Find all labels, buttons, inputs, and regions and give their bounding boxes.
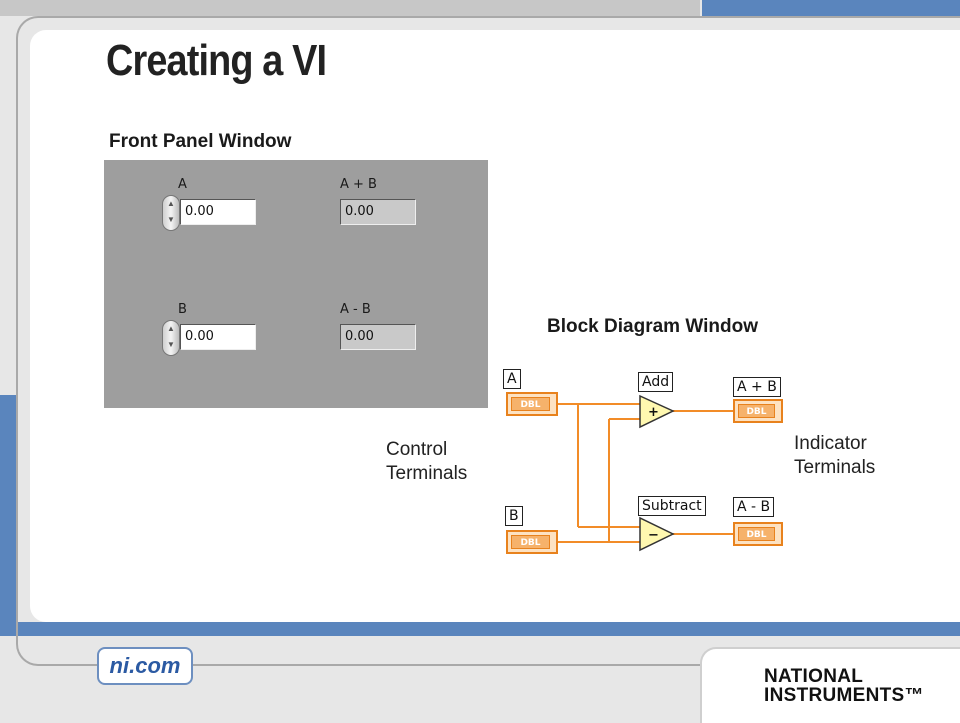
indicator-diff-terminal-label: A - B — [733, 497, 775, 517]
indicator-sum-label: A + B — [340, 177, 377, 192]
top-blue-bar — [702, 0, 960, 16]
logo-line-2: INSTRUMENTS™ — [764, 685, 924, 706]
svg-text:+: + — [648, 405, 659, 420]
logo-line-1: NATIONAL — [764, 666, 864, 687]
control-terminal-a[interactable]: DBL — [506, 392, 558, 416]
indicator-callout-line2: Terminals — [794, 457, 876, 478]
outer-frame — [16, 16, 960, 666]
bottom-blue-band — [0, 622, 960, 636]
control-a-label: A — [178, 177, 187, 192]
control-b-spinner[interactable]: ▲▼ — [162, 320, 180, 356]
national-instruments-logo: NATIONAL INSTRUMENTS™ — [700, 647, 960, 723]
control-b-label: B — [178, 302, 187, 317]
terminal-a-label: A — [503, 369, 521, 389]
terminal-a-type: DBL — [511, 397, 550, 411]
terminal-b-type: DBL — [511, 535, 550, 549]
subtract-function-label: Subtract — [638, 496, 706, 516]
control-b-input[interactable]: 0.00 — [180, 324, 256, 350]
indicator-terminals-callout: Indicator Terminals — [794, 432, 875, 480]
svg-text:−: − — [648, 528, 659, 543]
ni-com-link[interactable]: ni.com — [97, 647, 193, 685]
control-a-input[interactable]: 0.00 — [180, 199, 256, 225]
indicator-sum-type: DBL — [738, 404, 775, 418]
indicator-sum-terminal-label: A + B — [733, 377, 781, 397]
indicator-diff-label: A - B — [340, 302, 371, 317]
terminal-b-label: B — [505, 506, 523, 526]
front-panel-window: A ▲▼ 0.00 A + B 0.00 B ▲▼ 0.00 A - B 0.0… — [104, 160, 488, 408]
front-panel-heading: Front Panel Window — [109, 131, 292, 152]
add-function-icon: + — [639, 394, 675, 429]
control-terminals-callout: Control Terminals — [386, 438, 467, 486]
add-function-label: Add — [638, 372, 674, 392]
control-callout-line1: Control — [386, 439, 448, 460]
control-a-spinner[interactable]: ▲▼ — [162, 195, 180, 231]
indicator-sum-display: 0.00 — [340, 199, 416, 225]
indicator-callout-line1: Indicator — [794, 433, 867, 454]
indicator-diff-display: 0.00 — [340, 324, 416, 350]
block-diagram-heading: Block Diagram Window — [547, 316, 758, 337]
indicator-terminal-diff[interactable]: DBL — [733, 522, 783, 546]
indicator-terminal-sum[interactable]: DBL — [733, 399, 783, 423]
indicator-diff-type: DBL — [738, 527, 775, 541]
subtract-function-icon: − — [639, 516, 675, 552]
left-blue-strip — [0, 395, 16, 635]
control-callout-line2: Terminals — [386, 463, 468, 484]
control-terminal-b[interactable]: DBL — [506, 530, 558, 554]
slide-title: Creating a VI — [106, 36, 327, 85]
top-gray-bar — [0, 0, 700, 16]
